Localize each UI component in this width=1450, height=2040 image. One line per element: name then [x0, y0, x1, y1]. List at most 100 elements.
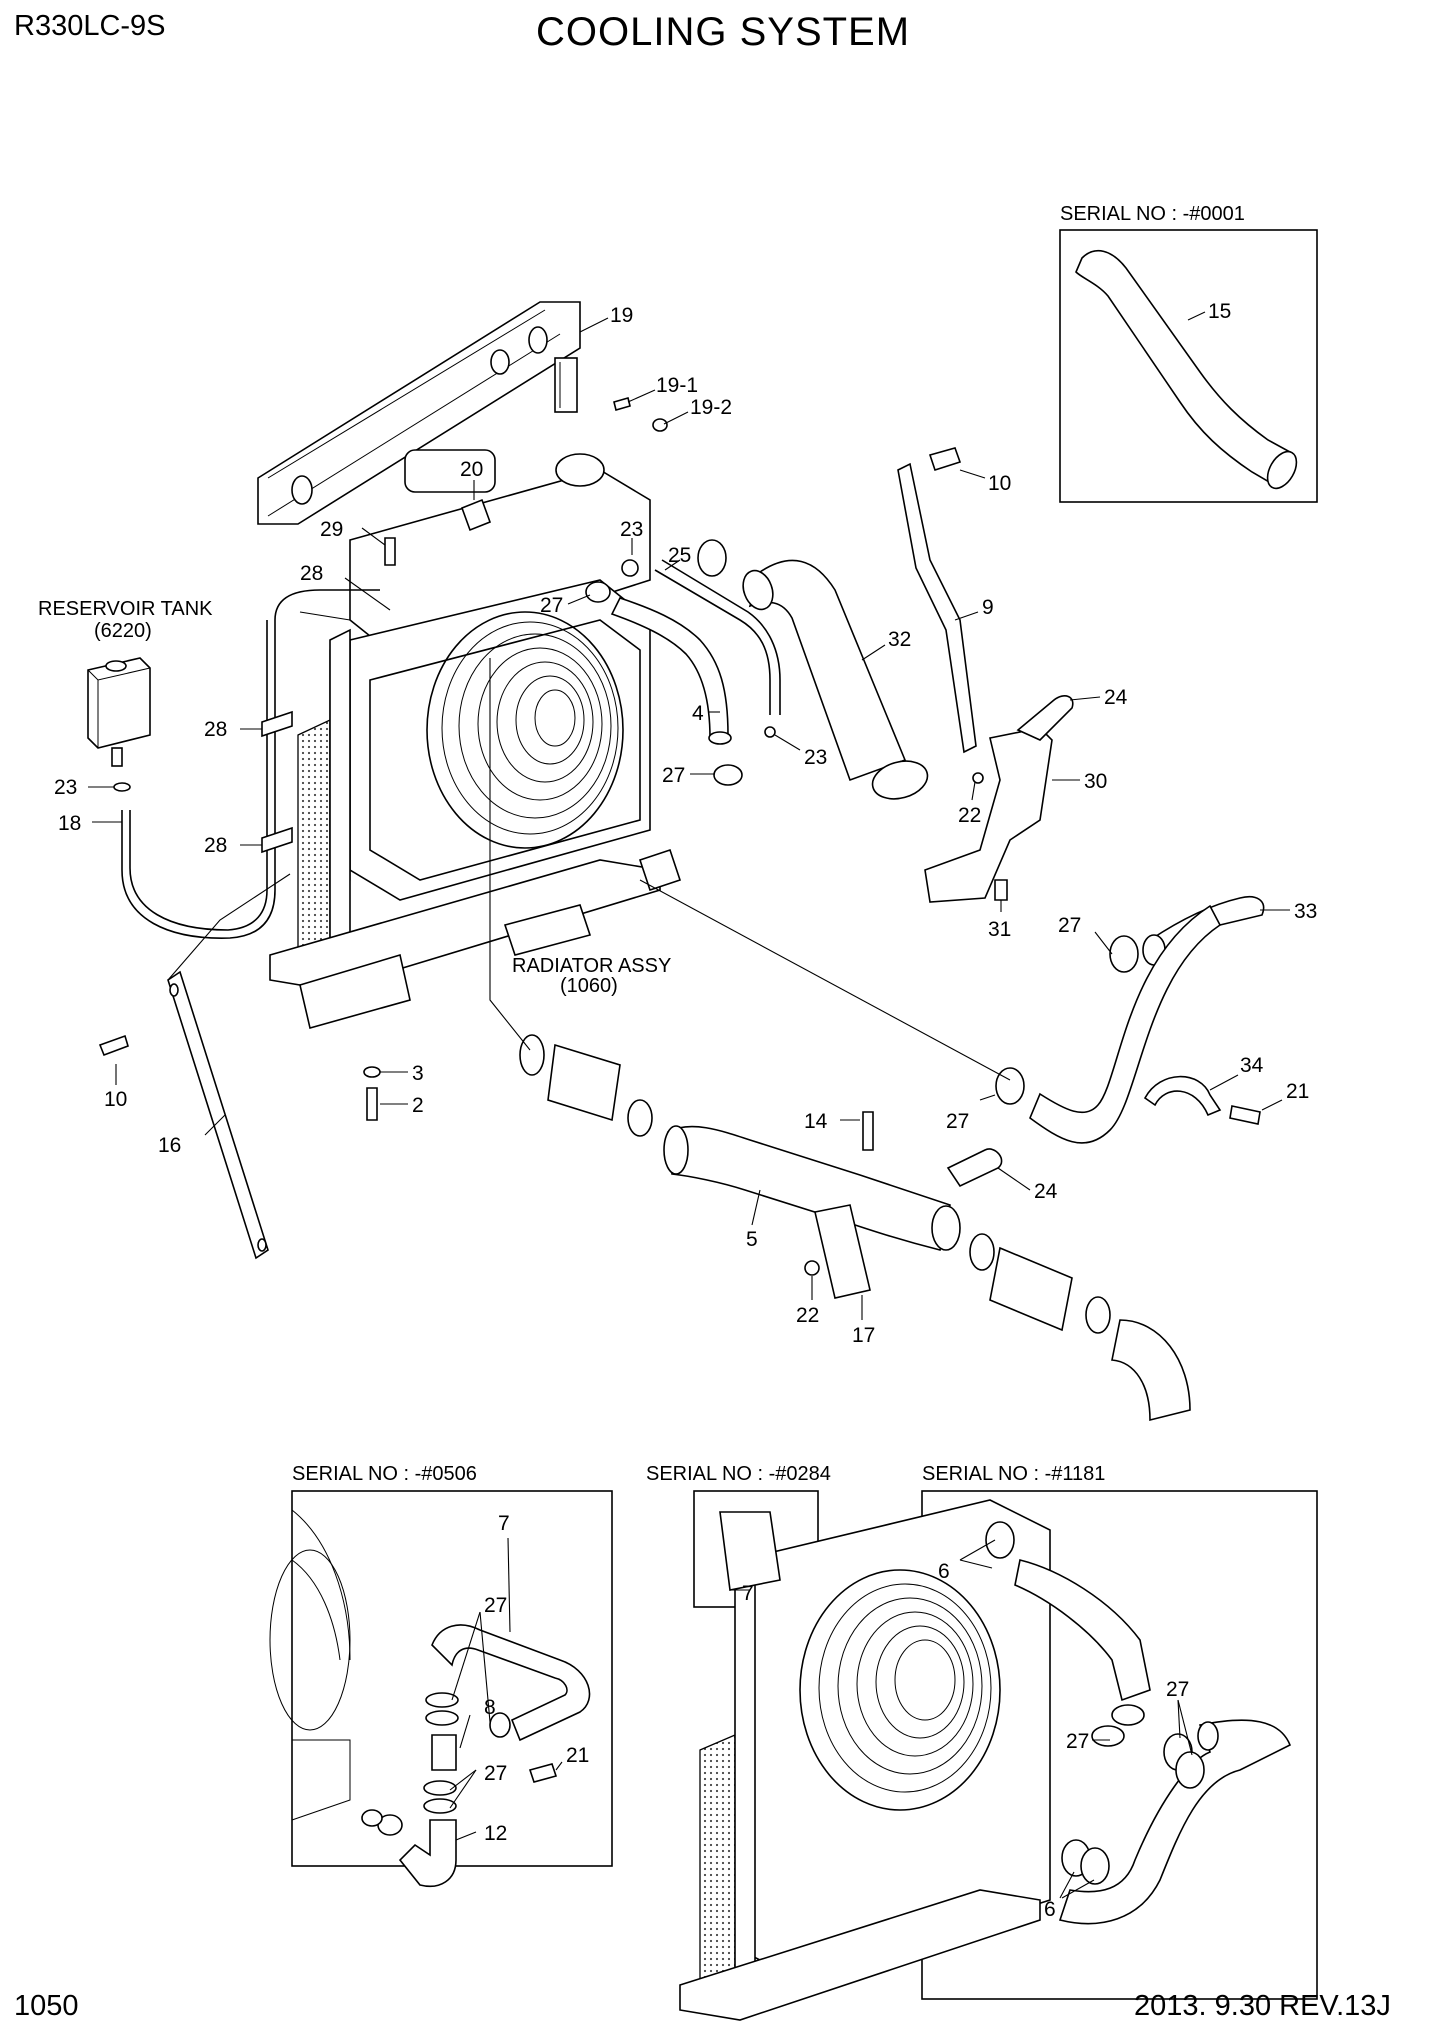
callout-27-box2a: 27 — [484, 1594, 507, 1617]
callout-23-mid: 23 — [804, 746, 827, 769]
callout-19: 19 — [610, 304, 633, 327]
bolt-20 — [460, 498, 492, 532]
callout-5: 5 — [746, 1228, 758, 1251]
bracket-9 — [897, 462, 977, 754]
callout-29: 29 — [320, 518, 343, 541]
clamp-28-lower — [261, 826, 293, 854]
serial-label-0284: SERIAL NO : -#0284 — [646, 1463, 831, 1485]
bolt-10-top — [928, 447, 962, 472]
callout-27-box4b: 27 — [1066, 1730, 1089, 1753]
callout-18: 18 — [58, 812, 81, 835]
callout-24-top: 24 — [1104, 686, 1128, 709]
clamp-34 — [1143, 1075, 1222, 1117]
hose-15 — [1075, 249, 1298, 490]
callout-3: 3 — [412, 1062, 424, 1085]
callout-27-box4a: 27 — [1166, 1678, 1189, 1701]
bolt-2 — [366, 1087, 378, 1121]
box-0506-content — [269, 1509, 591, 1887]
callout-numbers: 19 19-1 19-2 20 29 28 23 25 27 10 9 32 2… — [54, 300, 1317, 1921]
callout-31: 31 — [988, 918, 1011, 941]
callout-21-right: 21 — [1286, 1080, 1309, 1103]
model-code: R330LC-9S — [14, 10, 166, 42]
u-bolt-24-upper — [1016, 695, 1074, 741]
nut-23-mid — [764, 726, 776, 738]
callout-24-low: 24 — [1034, 1180, 1058, 1203]
callout-17: 17 — [852, 1324, 875, 1347]
clamp-23-top — [621, 559, 639, 577]
callout-22-low: 22 — [796, 1304, 819, 1327]
callout-12: 12 — [484, 1822, 507, 1845]
pin-19-1 — [613, 397, 631, 411]
callout-27-fan: 27 — [540, 594, 563, 617]
hose-4 — [610, 597, 732, 745]
bracket-17 — [814, 1204, 871, 1299]
callout-22-mid: 22 — [958, 804, 981, 827]
radiator-assembly — [269, 449, 682, 1029]
callout-8: 8 — [484, 1696, 496, 1719]
callout-30: 30 — [1084, 770, 1107, 793]
clamp-27-right — [1109, 935, 1139, 973]
bolt-14 — [862, 1111, 874, 1151]
radiator-assy-label: RADIATOR ASSY — [512, 955, 671, 977]
callout-25: 25 — [668, 544, 691, 567]
bolt-21-right — [1229, 1105, 1261, 1125]
reservoir-tank-label: RESERVOIR TANK — [38, 598, 213, 620]
radiator-assy-ref: (1060) — [560, 975, 618, 997]
callout-23-left: 23 — [54, 776, 77, 799]
callout-19-1: 19-1 — [656, 374, 698, 397]
bolt-31 — [994, 879, 1008, 901]
nut-22-mid — [972, 772, 984, 784]
callout-23-top: 23 — [620, 518, 643, 541]
reservoir-tank-ref: (6220) — [94, 620, 152, 642]
callout-16: 16 — [158, 1134, 181, 1157]
reservoir-tank — [87, 657, 151, 767]
revision-date: 2013. 9.30 REV.13J — [1134, 1990, 1391, 2022]
callout-20: 20 — [460, 458, 483, 481]
callout-6-top: 6 — [938, 1560, 950, 1583]
serial-box-0001 — [1059, 229, 1318, 503]
u-bolt-24-lower — [946, 1148, 1003, 1188]
serial-label-0001: SERIAL NO : -#0001 — [1060, 203, 1245, 225]
callout-28-top: 28 — [300, 562, 323, 585]
page-title: COOLING SYSTEM — [536, 10, 911, 54]
stay-16 — [167, 970, 269, 1260]
hose-25 — [654, 559, 781, 715]
clamp-27-fan — [585, 581, 611, 603]
callout-21-box2: 21 — [566, 1744, 589, 1767]
clamp-27-mid — [713, 764, 743, 786]
clamp-27-upper-hose — [697, 539, 727, 577]
bracket-30 — [924, 727, 1053, 903]
clamp-28-upper — [261, 710, 293, 738]
callout-34: 34 — [1240, 1054, 1264, 1077]
callout-7-box2: 7 — [498, 1512, 510, 1535]
callout-4: 4 — [692, 702, 704, 725]
callout-9: 9 — [982, 596, 994, 619]
callout-28-left: 28 — [204, 718, 227, 741]
hose-32 — [742, 559, 929, 800]
callout-32: 32 — [888, 628, 911, 651]
callout-27-box2b: 27 — [484, 1762, 507, 1785]
pipe-5 — [663, 1125, 961, 1251]
serial-label-0506: SERIAL NO : -#0506 — [292, 1463, 477, 1485]
page-number: 1050 — [14, 1990, 79, 2022]
callout-33: 33 — [1294, 900, 1317, 923]
callout-27-right: 27 — [1058, 914, 1081, 937]
reservoir-hose-18 — [113, 589, 380, 939]
callout-6-low: 6 — [1044, 1898, 1056, 1921]
callout-7-box3: 7 — [742, 1582, 754, 1605]
hose-33 — [1029, 896, 1265, 1144]
nut-22-low — [804, 1260, 820, 1276]
serial-label-1181: SERIAL NO : -#1181 — [922, 1463, 1105, 1485]
condenser-frame-19 — [257, 301, 581, 525]
callout-27-low: 27 — [946, 1110, 969, 1133]
cap-19-2 — [652, 418, 668, 432]
callout-14: 14 — [804, 1110, 828, 1133]
coupling-hose-right — [969, 1233, 1191, 1422]
washer-3 — [363, 1066, 381, 1078]
callout-19-2: 19-2 — [690, 396, 732, 419]
clamp-27-low — [995, 1067, 1025, 1105]
callout-15: 15 — [1208, 300, 1231, 323]
bolt-29 — [384, 537, 396, 566]
coupling-hose-left — [519, 1034, 653, 1137]
